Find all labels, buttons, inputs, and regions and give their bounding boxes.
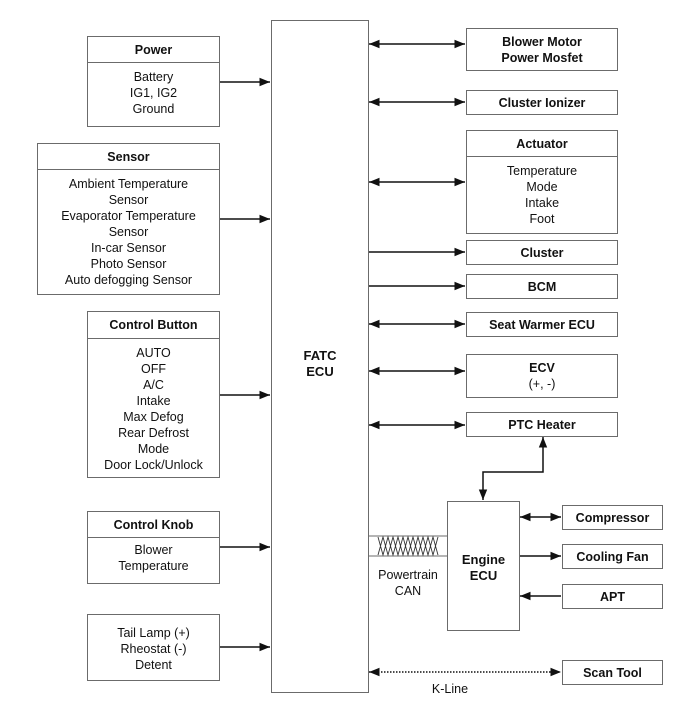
fatc-title-line2: ECU: [306, 364, 334, 379]
ecv-box[interactable]: ECV (+, -): [466, 354, 618, 398]
fatc-ecu-box[interactable]: [271, 20, 369, 693]
control-button-item: Mode: [137, 442, 170, 456]
actuator-item: Intake: [524, 196, 560, 210]
sensor-title: Sensor: [38, 144, 219, 170]
arrow-ptc-engine: [478, 437, 548, 500]
ecv-label: ECV (+, -): [467, 355, 617, 397]
cluster-box[interactable]: Cluster: [466, 240, 618, 265]
tail-lamp-items: Tail Lamp (+) Rheostat (-) Detent: [88, 615, 219, 673]
control-knob-title: Control Knob: [88, 512, 219, 538]
power-box[interactable]: Power Battery IG1, IG2 Ground: [87, 36, 220, 127]
control-button-item: Max Defog: [123, 410, 184, 424]
seat-warmer-label: Seat Warmer ECU: [489, 317, 595, 332]
tail-lamp-item: Rheostat (-): [120, 642, 187, 656]
blower-motor-line1: Blower Motor: [502, 34, 582, 49]
power-item: Ground: [132, 102, 175, 116]
sensor-item: In-car Sensor: [90, 241, 167, 255]
k-line-label: K-Line: [431, 682, 469, 696]
power-title: Power: [88, 37, 219, 63]
control-button-item: A/C: [143, 378, 164, 392]
powertrain-can-label: Powertrain CAN: [369, 567, 447, 599]
fatc-title-line1: FATC: [303, 348, 337, 363]
control-knob-item: Temperature: [118, 559, 189, 573]
scan-tool-label: Scan Tool: [583, 665, 642, 680]
power-item: IG1, IG2: [129, 86, 178, 100]
cluster-label: Cluster: [520, 245, 564, 260]
sensor-item: Photo Sensor: [90, 257, 167, 271]
fatc-ecu-label: FATC ECU: [271, 348, 369, 380]
seat-warmer-box[interactable]: Seat Warmer ECU: [466, 312, 618, 337]
power-items: Battery IG1, IG2 Ground: [88, 63, 219, 117]
cluster-ionizer-label: Cluster Ionizer: [498, 95, 586, 110]
control-button-item: Rear Defrost: [118, 426, 189, 440]
apt-box[interactable]: APT: [562, 584, 663, 609]
ecv-sub: (+, -): [528, 377, 556, 391]
sensor-item: Ambient Temperature: [68, 177, 189, 191]
scan-tool-box[interactable]: Scan Tool: [562, 660, 663, 685]
can-label-line1: Powertrain: [378, 568, 438, 582]
power-item: Battery: [133, 70, 174, 84]
bcm-box[interactable]: BCM: [466, 274, 618, 299]
control-knob-items: Blower Temperature: [88, 538, 219, 574]
sensor-item: Evaporator Temperature: [61, 209, 196, 223]
control-button-item: Intake: [136, 394, 171, 408]
ptc-heater-box[interactable]: PTC Heater: [466, 412, 618, 437]
sensor-item: Sensor: [108, 225, 149, 239]
actuator-item: Mode: [526, 180, 558, 194]
compressor-box[interactable]: Compressor: [562, 505, 663, 530]
tail-lamp-item: Tail Lamp (+): [117, 626, 190, 640]
engine-title-line2: ECU: [469, 568, 498, 583]
sensor-box[interactable]: Sensor Ambient Temperature Sensor Evapor…: [37, 143, 220, 295]
control-knob-item: Blower: [134, 543, 173, 557]
cluster-ionizer-box[interactable]: Cluster Ionizer: [466, 90, 618, 115]
ecv-title: ECV: [529, 361, 555, 375]
can-label-line2: CAN: [394, 584, 422, 598]
ptc-heater-label: PTC Heater: [508, 417, 576, 432]
sensor-items: Ambient Temperature Sensor Evaporator Te…: [38, 170, 219, 288]
engine-title-line1: Engine: [461, 552, 506, 567]
control-button-box[interactable]: Control Button AUTO OFF A/C Intake Max D…: [87, 311, 220, 478]
tail-lamp-item: Detent: [135, 658, 172, 672]
blower-motor-label: Blower Motor Power Mosfet: [467, 29, 617, 70]
control-button-items: AUTO OFF A/C Intake Max Defog Rear Defro…: [88, 339, 219, 473]
actuator-box[interactable]: Actuator Temperature Mode Intake Foot: [466, 130, 618, 234]
control-knob-box[interactable]: Control Knob Blower Temperature: [87, 511, 220, 584]
blower-motor-box[interactable]: Blower Motor Power Mosfet: [466, 28, 618, 71]
cooling-fan-box[interactable]: Cooling Fan: [562, 544, 663, 569]
blower-motor-line2: Power Mosfet: [501, 50, 583, 65]
sensor-item: Sensor: [108, 193, 149, 207]
cooling-fan-label: Cooling Fan: [576, 549, 649, 564]
sensor-item: Auto defogging Sensor: [64, 273, 193, 287]
control-button-title: Control Button: [88, 312, 219, 339]
actuator-item: Temperature: [506, 164, 578, 178]
tail-lamp-box[interactable]: Tail Lamp (+) Rheostat (-) Detent: [87, 614, 220, 681]
control-button-item: AUTO: [136, 346, 171, 360]
control-button-item: Door Lock/Unlock: [104, 458, 203, 472]
powertrain-can-bus: [369, 535, 447, 557]
actuator-item: Foot: [529, 212, 555, 226]
actuator-items: Temperature Mode Intake Foot: [467, 157, 617, 227]
engine-ecu-label: Engine ECU: [447, 552, 520, 584]
compressor-label: Compressor: [575, 510, 650, 525]
control-button-item: OFF: [141, 362, 166, 376]
bcm-label: BCM: [527, 279, 557, 294]
engine-ecu-box[interactable]: [447, 501, 520, 631]
actuator-title: Actuator: [467, 131, 617, 157]
apt-label: APT: [600, 589, 625, 604]
